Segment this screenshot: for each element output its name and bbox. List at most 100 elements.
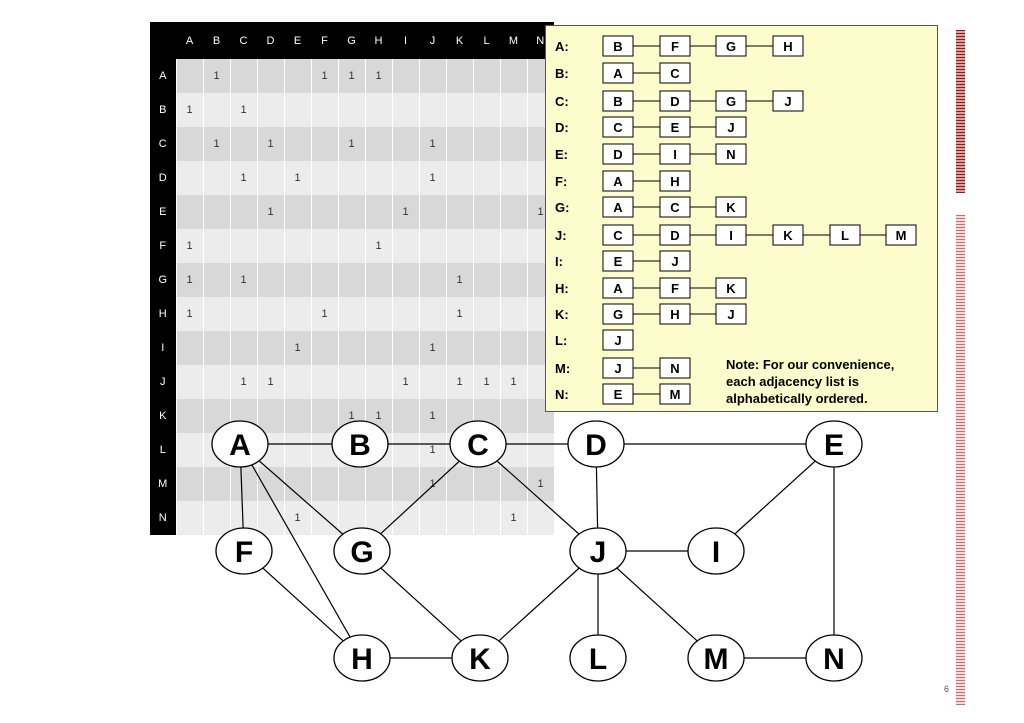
list-node-label: K [726, 281, 736, 296]
matrix-cell [283, 297, 311, 331]
matrix-cell [256, 331, 284, 365]
matrix-cell [499, 229, 527, 263]
matrix-cell [445, 195, 473, 229]
graph-node: G [333, 527, 391, 575]
list-node-box [829, 224, 861, 246]
matrix-cell: 1 [337, 127, 365, 161]
matrix-cell [202, 195, 230, 229]
list-node-box [602, 329, 634, 351]
page-number: 6 [944, 684, 950, 694]
matrix-corner [150, 22, 176, 59]
list-node-box [602, 170, 634, 192]
matrix-cell [418, 195, 446, 229]
list-node-box [715, 35, 747, 57]
matrix-cell [283, 229, 311, 263]
adjacency-row-label: N: [555, 387, 569, 402]
matrix-cell [391, 501, 419, 535]
decorative-stripe-top [956, 30, 965, 193]
matrix-cell [337, 331, 365, 365]
list-node-box [659, 357, 691, 379]
list-node-box [602, 357, 634, 379]
matrix-cell [391, 399, 419, 433]
matrix-cell [310, 127, 338, 161]
matrix-cell [445, 127, 473, 161]
list-node-box [659, 224, 691, 246]
matrix-cell [175, 501, 203, 535]
graph-node-circle [449, 420, 507, 468]
graph-node-circle [451, 634, 509, 682]
graph-node: N [805, 634, 863, 682]
list-node-label: C [670, 200, 680, 215]
list-node-box [715, 224, 747, 246]
list-node-box [602, 277, 634, 299]
matrix-cell [175, 161, 203, 195]
matrix-row-header: J [150, 365, 176, 399]
adjacency-row: L:J [555, 329, 634, 351]
matrix-cell [175, 59, 203, 93]
matrix-cell: 1 [418, 399, 446, 433]
matrix-row-header: E [150, 195, 176, 229]
matrix-row-header: L [150, 433, 176, 467]
matrix-cell [256, 501, 284, 535]
matrix-cell [499, 467, 527, 501]
matrix-cell [472, 161, 500, 195]
matrix-cell [283, 263, 311, 297]
list-node-label: M [670, 387, 681, 402]
graph-edge [361, 550, 481, 659]
graph-node-label: G [350, 536, 373, 569]
matrix-row-header: M [150, 467, 176, 501]
graph-node-label: J [590, 536, 607, 569]
matrix-cell [283, 467, 311, 501]
list-node-label: G [613, 307, 623, 322]
matrix-cell [175, 467, 203, 501]
list-node-box [659, 170, 691, 192]
graph-node: I [687, 527, 745, 575]
graph-node: B [331, 420, 389, 468]
matrix-cell [418, 59, 446, 93]
graph-node-label: M [704, 643, 729, 676]
matrix-cell [391, 263, 419, 297]
list-node-box [715, 196, 747, 218]
matrix-cell [445, 331, 473, 365]
matrix-cell [391, 59, 419, 93]
matrix-cell [391, 161, 419, 195]
list-node-label: J [727, 307, 734, 322]
matrix-cell: 1 [391, 195, 419, 229]
matrix-cell [445, 161, 473, 195]
matrix-cell [229, 195, 257, 229]
list-node-box [659, 196, 691, 218]
list-node-label: A [613, 281, 623, 296]
matrix-cell: 1 [175, 229, 203, 263]
matrix-cell [283, 399, 311, 433]
list-node-label: D [613, 147, 622, 162]
graph-node-label: F [235, 536, 253, 569]
list-node-box [659, 143, 691, 165]
matrix-cell [310, 399, 338, 433]
matrix-cell [310, 161, 338, 195]
matrix-cell [472, 195, 500, 229]
matrix-cell: 1 [229, 365, 257, 399]
matrix-cell: 1 [283, 331, 311, 365]
matrix-cell [472, 229, 500, 263]
graph-node-label: C [467, 429, 489, 462]
list-node-box [602, 116, 634, 138]
list-node-label: A [613, 66, 623, 81]
matrix-cell [337, 195, 365, 229]
note-text: Note: For our convenience,each adjacency… [726, 357, 894, 406]
matrix-cell [256, 161, 284, 195]
matrix-row-header: H [150, 297, 176, 331]
matrix-cell [391, 127, 419, 161]
graph-node: K [451, 634, 509, 682]
matrix-cell [391, 229, 419, 263]
graph-node: M [687, 634, 745, 682]
matrix-cell: 1 [256, 195, 284, 229]
matrix-cell [337, 467, 365, 501]
list-node-box [602, 303, 634, 325]
matrix-cell [364, 467, 392, 501]
list-node-label: J [614, 361, 621, 376]
